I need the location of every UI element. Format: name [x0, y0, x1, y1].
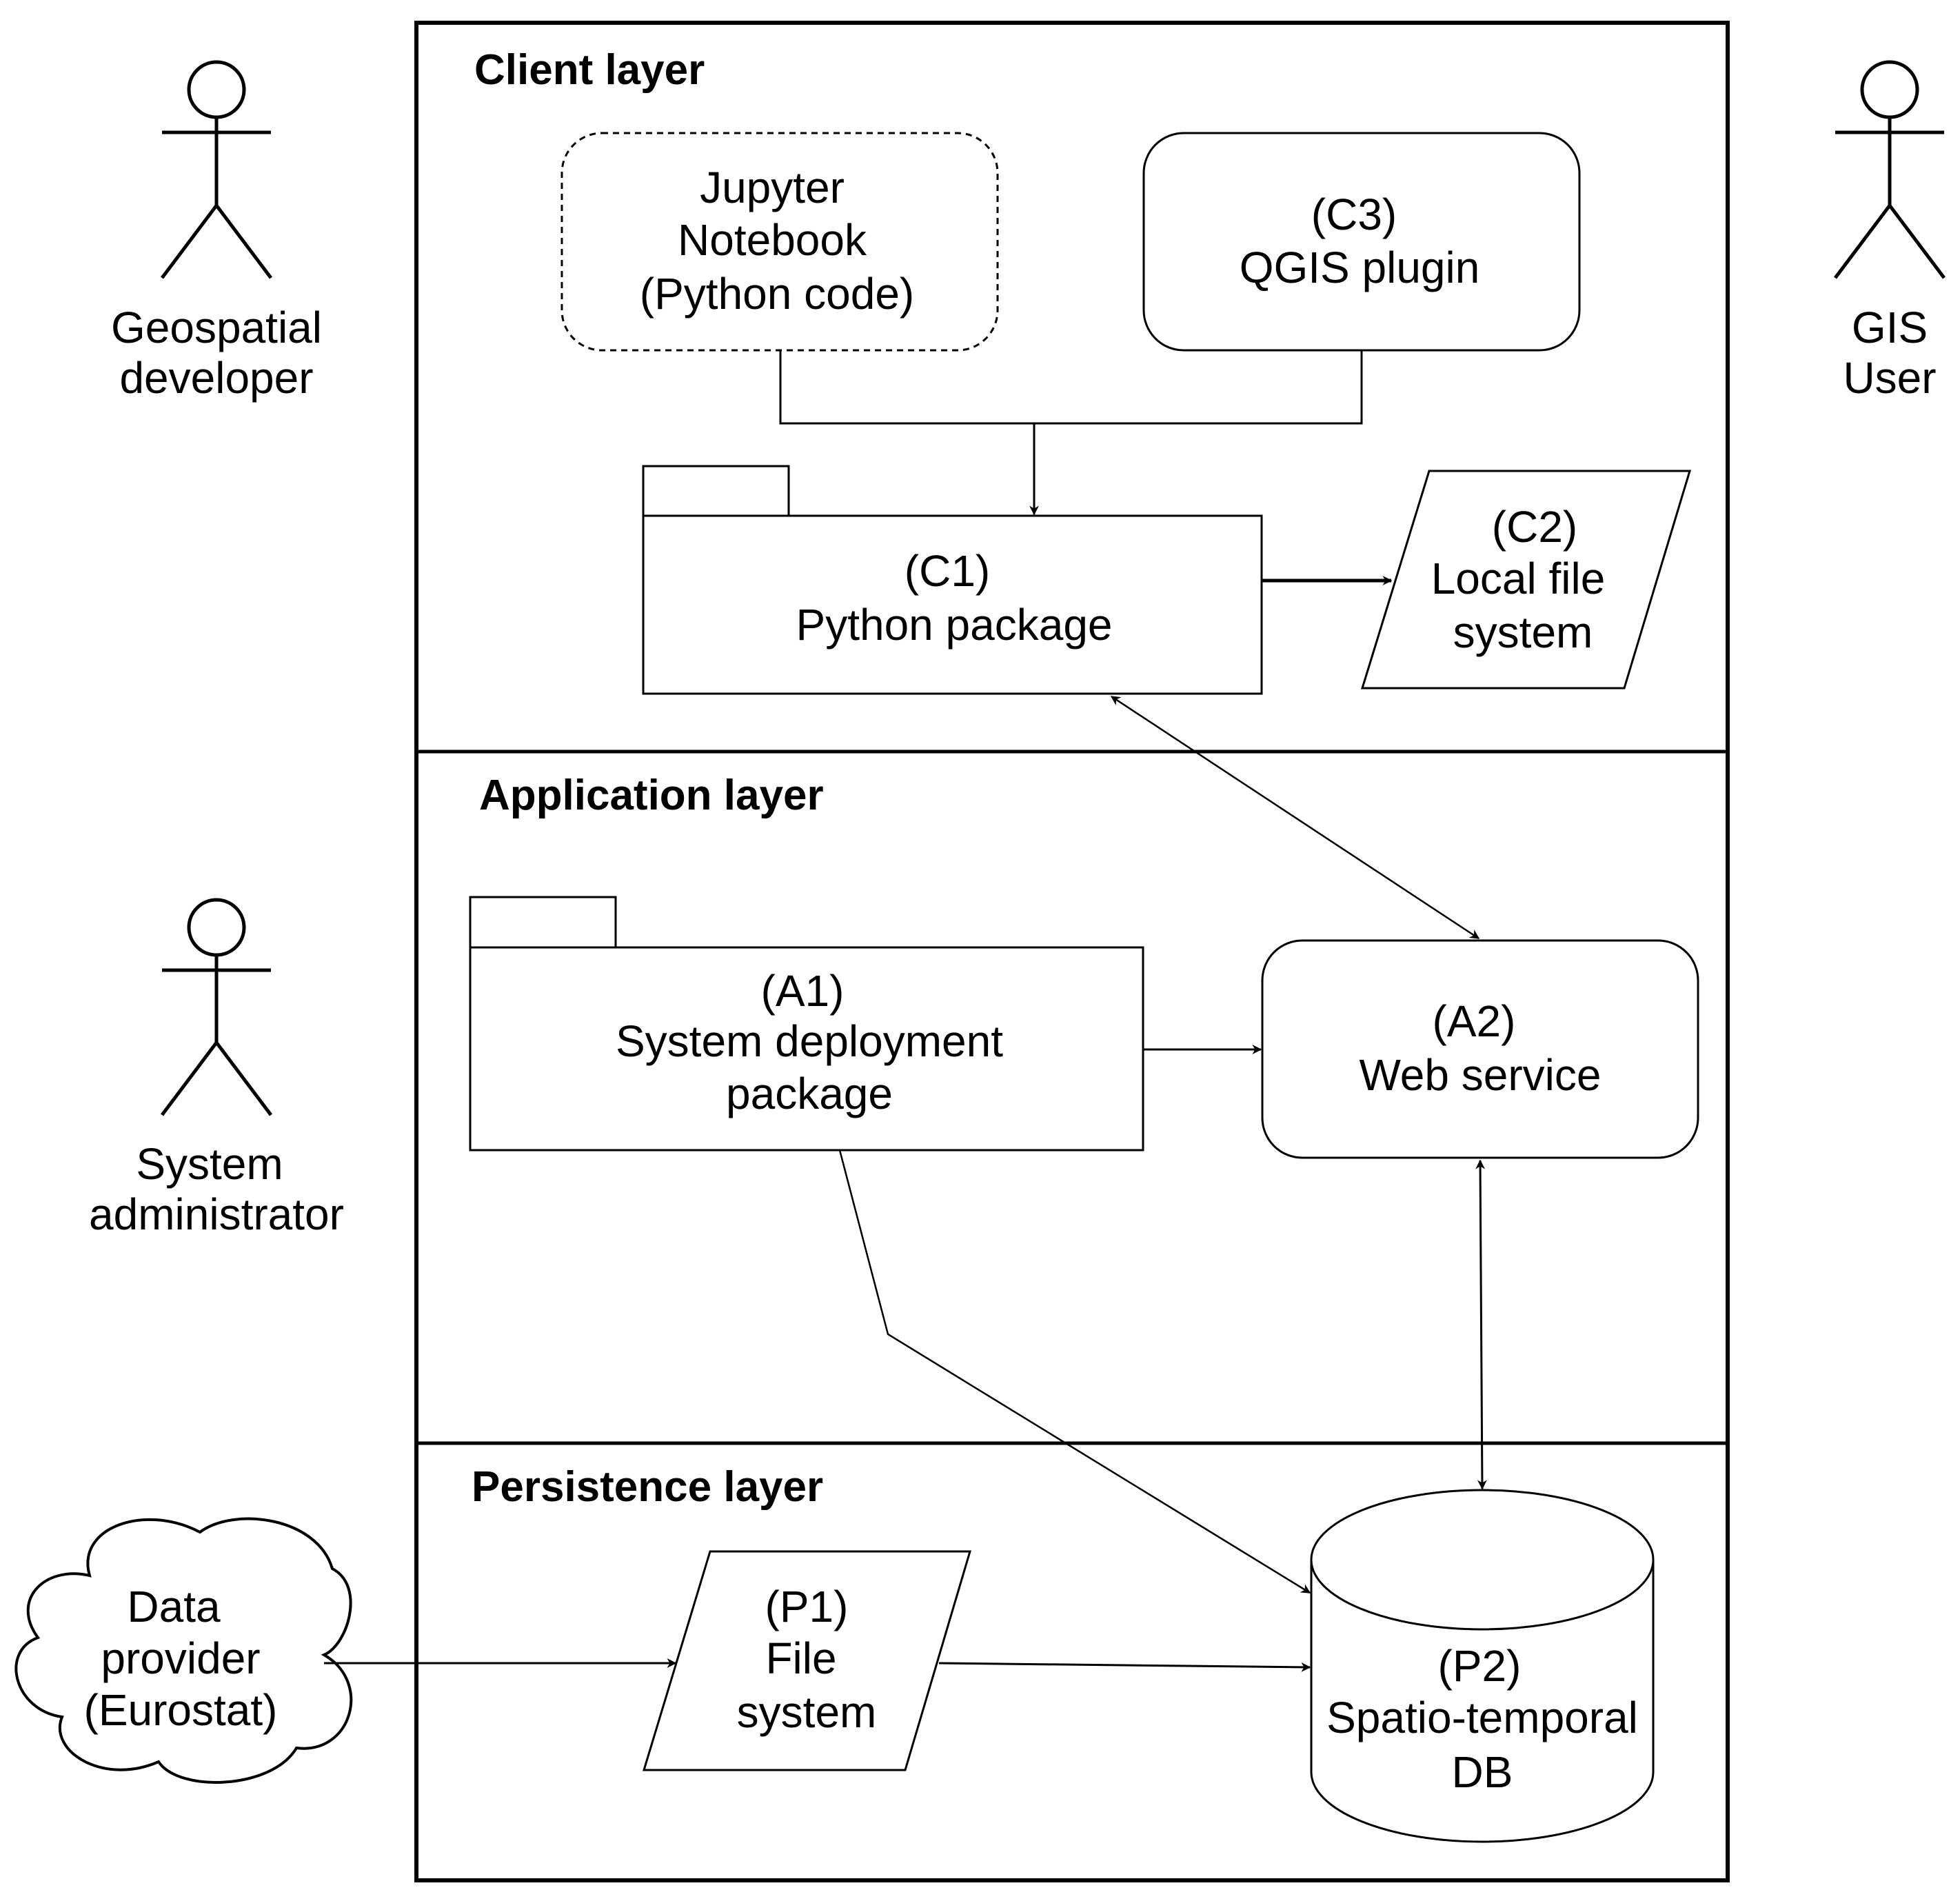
node-label-line: File	[765, 1633, 836, 1683]
database-icon	[1310, 1560, 1655, 1843]
local-file-system-node: (C2) Local file system	[1360, 470, 1692, 690]
actor-label-line: Geospatial	[111, 303, 322, 352]
client-layer-title: Client layer	[474, 46, 705, 94]
actor-label-line: administrator	[89, 1189, 344, 1239]
person-icon	[1834, 60, 1946, 279]
node-label-line: System deployment	[616, 1016, 1003, 1066]
actor-label-line: System	[136, 1139, 283, 1189]
node-label-line: package	[726, 1069, 893, 1118]
persistence-layer-title: Persistence layer	[472, 1463, 823, 1511]
spatio-temporal-db-node: (P2) Spatio-temporal DB	[1310, 1489, 1655, 1843]
python-package-node: (C1) Python package	[642, 465, 1263, 695]
node-label-line: (C3)	[1311, 190, 1397, 239]
node-shape	[1261, 939, 1699, 1159]
actor-label-line: developer	[119, 353, 313, 403]
cloud-icon	[14, 1517, 353, 1784]
connector-web-service-db	[1475, 1159, 1487, 1490]
cloud-label-line: (Eurostat)	[84, 1685, 278, 1735]
node-label-line: (C1)	[905, 546, 990, 596]
cloud-label-line: provider	[101, 1633, 260, 1683]
architecture-frame	[414, 21, 1730, 1882]
node-label-line: Web service	[1360, 1050, 1602, 1100]
person-icon	[161, 60, 272, 279]
cloud-label-line: Data	[127, 1582, 221, 1631]
data-provider-cloud: Data provider (Eurostat)	[14, 1517, 353, 1784]
system-deployment-package-node: (A1) System deployment package	[469, 896, 1144, 1152]
actor-system-administrator: System administrator	[89, 898, 344, 1239]
node-shape	[1142, 132, 1581, 352]
node-label-line: (A2)	[1433, 996, 1516, 1046]
node-shape	[642, 1550, 972, 1771]
node-shape	[642, 514, 1263, 695]
node-label-line: (Python code)	[640, 269, 914, 319]
node-label-line: (P1)	[765, 1582, 849, 1631]
node-label-line: system	[1453, 607, 1593, 657]
web-service-node: (A2) Web service	[1261, 939, 1699, 1159]
node-label-line: Local file	[1431, 554, 1606, 603]
node-label-line: Python package	[796, 600, 1113, 650]
connectors	[324, 350, 1487, 1672]
connector-file-system-to-db	[938, 1662, 1311, 1672]
connector-python-package-web-service	[1110, 695, 1480, 940]
node-label-line: (P2)	[1438, 1641, 1522, 1691]
node-label-line: Notebook	[678, 215, 867, 265]
node-label-line: QGIS plugin	[1240, 243, 1480, 292]
application-layer-title: Application layer	[479, 772, 824, 819]
node-label-line: Jupyter	[700, 163, 845, 212]
package-icon	[642, 465, 790, 516]
jupyter-notebook-node: Jupyter Notebook (Python code)	[560, 132, 999, 352]
node-label-line: (C2)	[1492, 502, 1577, 552]
actor-label-line: GIS	[1852, 303, 1928, 352]
node-label-line: Spatio-temporal	[1326, 1693, 1638, 1742]
node-label-line: DB	[1452, 1747, 1513, 1797]
database-top	[1310, 1489, 1655, 1631]
file-system-node: (P1) File system	[642, 1550, 972, 1771]
connector-deployment-to-db	[838, 1149, 1311, 1594]
qgis-plugin-node: (C3) QGIS plugin	[1142, 132, 1581, 352]
person-icon	[161, 898, 272, 1116]
package-icon	[469, 896, 617, 947]
actor-gis-user: GIS User	[1834, 60, 1946, 403]
actor-geospatial-developer: Geospatial developer	[111, 60, 322, 403]
node-shape	[1360, 470, 1692, 690]
node-label-line: system	[737, 1687, 877, 1737]
actor-label-line: User	[1843, 353, 1936, 403]
node-label-line: (A1)	[761, 966, 845, 1016]
connector-jupyter-qgis-to-python-package	[779, 350, 1363, 425]
